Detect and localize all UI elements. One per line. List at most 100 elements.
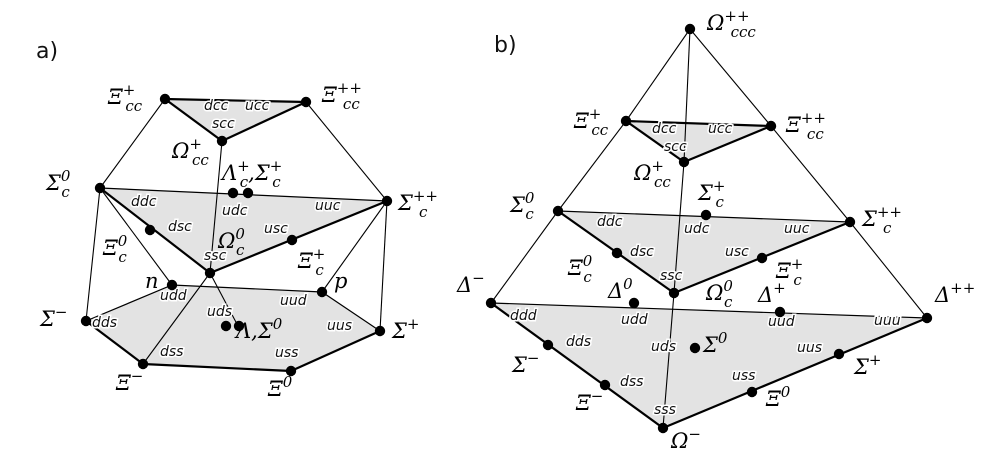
- quark-content-dss: dss: [160, 344, 183, 360]
- particle-node-xi_m: [137, 358, 149, 370]
- particle-node-lambda_sigma0: [233, 320, 245, 332]
- particle-node-lambda_sigma_c: [227, 187, 239, 199]
- particle-label-delta_0: Δ0: [607, 275, 633, 303]
- quark-content-uuu: uuu: [874, 313, 901, 329]
- particle-node-xi_m: [599, 379, 611, 391]
- edge-bold: [625, 119, 772, 128]
- particle-node-sigma_p: [833, 348, 845, 360]
- edge-thin: [305, 101, 388, 202]
- quark-content-uds: uds: [207, 304, 232, 320]
- quark-content-scc: scc: [212, 116, 235, 132]
- edge-thin: [625, 28, 691, 122]
- quark-content-dcc: dcc: [204, 98, 229, 114]
- edge-thin: [770, 125, 851, 223]
- quark-content-dsc: dsc: [168, 219, 192, 235]
- particle-node-p: [316, 286, 328, 298]
- edge-thin: [849, 221, 928, 319]
- edge-bold: [209, 199, 388, 275]
- particle-node-omega_ccc: [684, 23, 696, 35]
- particle-node-xi_cc_p: [159, 93, 171, 105]
- edge-bold: [221, 101, 307, 142]
- particle-node-sigma_m: [542, 339, 554, 351]
- edge-thin: [557, 120, 627, 212]
- particle-node-delta_0: [628, 297, 640, 309]
- particle-node-delta_p: [774, 306, 786, 318]
- quark-content-sss: sss: [654, 402, 676, 418]
- quark-content-uus: uus: [327, 318, 352, 334]
- quark-content-ucc: ucc: [245, 98, 270, 114]
- edge-thin: [689, 28, 772, 127]
- particle-label-omega_m: Ω−: [670, 425, 701, 453]
- particle-node-sigma_c_pp: [844, 216, 856, 228]
- particle-node-xi_0: [285, 365, 297, 377]
- particle-node-lambda_sigma0: [220, 320, 232, 332]
- particle-node-delta_pp: [921, 312, 933, 324]
- quark-content-uds: uds: [651, 339, 676, 355]
- particle-label-xi_m: Ξ−: [575, 387, 603, 415]
- particle-label-delta_pp: Δ++: [934, 279, 975, 307]
- edge-thin: [209, 272, 239, 327]
- edge-thin: [99, 98, 166, 189]
- quark-content-scc: scc: [664, 139, 687, 155]
- quark-content-dss: dss: [620, 374, 643, 390]
- particle-node-xi_c_0: [611, 247, 623, 259]
- edge-thin: [379, 200, 388, 332]
- panel-label-a: a): [36, 39, 58, 64]
- edge-thin: [209, 140, 223, 274]
- particle-node-sigma_p: [374, 325, 386, 337]
- quark-content-uss: uss: [732, 368, 755, 384]
- quark-content-ddd: ddd: [510, 308, 537, 324]
- particle-label-lambda_sigma_c: Λ+c,Σ+c: [220, 157, 282, 191]
- quark-content-dcc: dcc: [652, 121, 677, 137]
- edge-thin: [662, 292, 675, 429]
- quark-content-dds: dds: [92, 315, 117, 331]
- particle-node-sigma0: [689, 342, 701, 354]
- quark-content-ddc: ddc: [131, 194, 157, 210]
- particle-node-sigma_m: [80, 315, 92, 327]
- particle-label-p: p: [334, 269, 347, 293]
- particle-node-xi_c_p: [756, 252, 768, 264]
- particle-label-xi_m: Ξ−: [115, 367, 143, 395]
- edge-bold: [164, 97, 307, 104]
- particle-label-sigma_p: Σ+: [853, 351, 881, 379]
- particle-label-xi_cc_p: Ξ+cc: [573, 105, 609, 139]
- particle-node-n: [166, 279, 178, 291]
- particle-node-sigma_c_pp: [381, 195, 393, 207]
- quark-content-udd: udd: [160, 288, 187, 304]
- particle-node-omega_cc_p: [678, 156, 690, 168]
- edge-bold: [625, 120, 685, 163]
- quark-content-usc: usc: [725, 244, 749, 260]
- edge-bold: [290, 329, 381, 373]
- particle-label-sigma_m: Σ−: [511, 349, 539, 377]
- particle-node-omega_c_0: [668, 287, 680, 299]
- particle-node-sigma_c_0: [552, 205, 564, 217]
- edge-bold: [662, 316, 928, 430]
- quark-content-uss: uss: [275, 345, 298, 361]
- edge-bold: [490, 302, 664, 429]
- particle-label-sigma_p: Σ+: [391, 315, 419, 343]
- edge-thin: [673, 161, 685, 294]
- particle-node-xi_0: [746, 386, 758, 398]
- particle-label-delta_m: Δ−: [456, 269, 485, 297]
- particle-node-sigma_c_0: [94, 182, 106, 194]
- particle-node-xi_c_p: [286, 234, 298, 246]
- panel-label-b: b): [494, 33, 517, 58]
- quark-content-dds: dds: [566, 334, 591, 350]
- edge-thin: [142, 272, 211, 365]
- edge-thin: [321, 200, 388, 293]
- particle-node-lambda_sigma_c: [242, 187, 254, 199]
- edge-thin: [99, 187, 173, 286]
- particle-node-omega_c_0: [204, 267, 216, 279]
- edge-thin: [490, 210, 559, 304]
- particle-label-xi_0: Ξ0: [765, 383, 791, 411]
- particle-node-xi_cc_p: [620, 115, 632, 127]
- quark-content-ddc: ddc: [597, 214, 623, 230]
- quark-content-uud: uud: [280, 293, 307, 309]
- particle-node-delta_m: [485, 297, 497, 309]
